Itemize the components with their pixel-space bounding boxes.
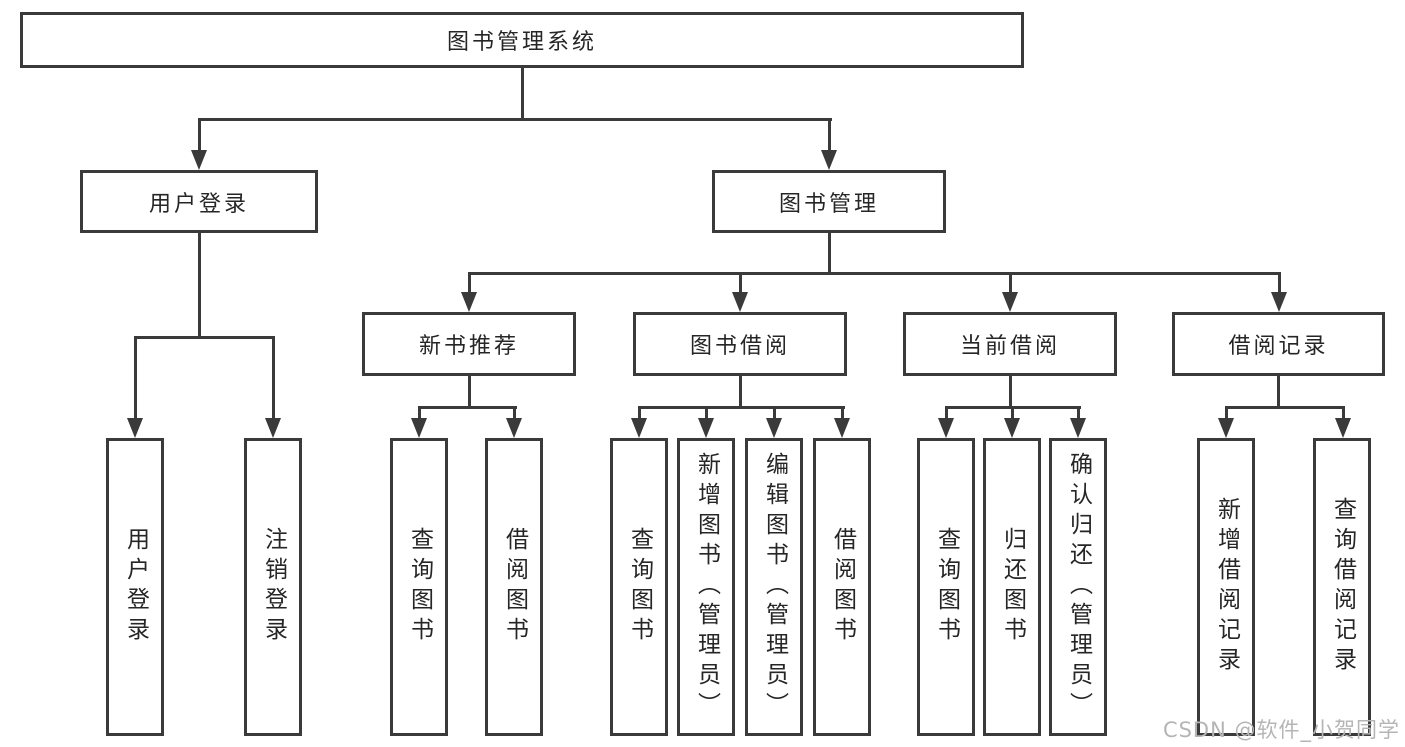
leaf-current-query: 查询图书 [917, 438, 975, 736]
arrowhead-book-mgmt [821, 150, 837, 170]
arrowhead-current-borrow [1002, 292, 1018, 312]
arrowhead-leaf [834, 418, 850, 438]
connector-leaf-line [1342, 406, 1345, 421]
leaf-label: 新增借阅记录 [1213, 497, 1240, 677]
connector-book-mgmt-stem [828, 233, 831, 272]
leaf-label: 查询图书 [626, 527, 653, 647]
leaf-records-query: 查询借阅记录 [1313, 438, 1371, 736]
connector-current-borrow-stem [1009, 376, 1012, 406]
arrowhead-leaf [698, 418, 714, 438]
connector-leaf-line [513, 406, 516, 421]
leaf-borrow-add-admin: 新增图书（管理员） [677, 438, 735, 736]
arrowhead-leaf [1004, 418, 1020, 438]
node-root-library-system: 图书管理系统 [20, 12, 1024, 68]
node-book-management: 图书管理 [712, 170, 946, 233]
connector-to-leaf-logout [272, 336, 275, 421]
node-new-book-recommend: 新书推荐 [362, 312, 576, 376]
arrowhead-leaf [1218, 418, 1234, 438]
leaf-label: 确认归还（管理员） [1065, 452, 1092, 722]
node-borrow-records: 借阅记录 [1172, 312, 1385, 376]
leaf-borrow-borrow: 借阅图书 [813, 438, 871, 736]
leaf-current-return: 归还图书 [983, 438, 1041, 736]
leaf-records-add: 新增借阅记录 [1197, 438, 1255, 736]
connector-to-book-borrow [739, 272, 742, 295]
connector-borrow-records-rail [1225, 406, 1345, 409]
connector-new-book-stem [468, 376, 471, 406]
arrowhead-leaf-login [127, 418, 143, 438]
leaf-label: 借阅图书 [501, 527, 528, 647]
connector-leaf-line [1011, 406, 1014, 421]
node-book-borrow: 图书借阅 [633, 312, 847, 376]
csdn-watermark: CSDN @软件_小贺同学 [1162, 718, 1400, 742]
leaf-borrow-edit-admin: 编辑图书（管理员） [745, 438, 803, 736]
leaf-current-confirm-admin: 确认归还（管理员） [1049, 438, 1107, 736]
leaf-label: 注销登录 [260, 527, 287, 647]
connector-root-to-user-login [198, 118, 201, 153]
leaf-borrow-query: 查询图书 [610, 438, 668, 736]
connector-book-borrow-stem [739, 376, 742, 406]
connector-root-rail [198, 118, 832, 121]
arrowhead-borrow-records [1271, 292, 1287, 312]
arrowhead-leaf [631, 418, 647, 438]
leaf-label: 查询借阅记录 [1329, 497, 1356, 677]
arrowhead-leaf [938, 418, 954, 438]
arrowhead-leaf [1335, 418, 1351, 438]
node-current-borrow: 当前借阅 [903, 312, 1117, 376]
connector-to-current-borrow [1009, 272, 1012, 295]
connector-new-book-rail [418, 406, 517, 409]
connector-root-stem [521, 68, 524, 118]
arrowhead-user-login [191, 150, 207, 170]
leaf-label: 编辑图书（管理员） [761, 452, 788, 722]
arrowhead-leaf [506, 418, 522, 438]
connector-to-leaf-login [134, 336, 137, 421]
connector-book-mgmt-rail [468, 272, 1281, 275]
arrowhead-leaf [766, 418, 782, 438]
connector-leaf-line [773, 406, 776, 421]
node-user-login: 用户登录 [80, 170, 318, 233]
connector-to-borrow-records [1278, 272, 1281, 295]
arrowhead-new-book [461, 292, 477, 312]
leaf-label: 新增图书（管理员） [693, 452, 720, 722]
connector-leaf-line [638, 406, 641, 421]
connector-to-new-book [468, 272, 471, 295]
leaf-newbook-borrow: 借阅图书 [485, 438, 543, 736]
leaf-label: 用户登录 [122, 527, 149, 647]
connector-leaf-line [945, 406, 948, 421]
connector-leaf-line [705, 406, 708, 421]
leaf-label: 查询图书 [933, 527, 960, 647]
leaf-label: 归还图书 [999, 527, 1026, 647]
leaf-newbook-query: 查询图书 [390, 438, 448, 736]
arrowhead-book-borrow [732, 292, 748, 312]
connector-user-login-rail [134, 336, 275, 339]
arrowhead-leaf [411, 418, 427, 438]
leaf-label: 借阅图书 [829, 527, 856, 647]
connector-leaf-line [418, 406, 421, 421]
connector-user-login-stem [198, 233, 201, 336]
arrowhead-leaf [1070, 418, 1086, 438]
connector-borrow-records-stem [1277, 376, 1280, 406]
connector-leaf-line [1225, 406, 1228, 421]
connector-book-borrow-rail [638, 406, 845, 409]
connector-leaf-line [841, 406, 844, 421]
connector-leaf-line [1077, 406, 1080, 421]
leaf-logout: 注销登录 [244, 438, 302, 736]
leaf-user-login: 用户登录 [106, 438, 164, 736]
arrowhead-leaf-logout [265, 418, 281, 438]
connector-root-to-book-mgmt [828, 118, 831, 153]
leaf-label: 查询图书 [406, 527, 433, 647]
